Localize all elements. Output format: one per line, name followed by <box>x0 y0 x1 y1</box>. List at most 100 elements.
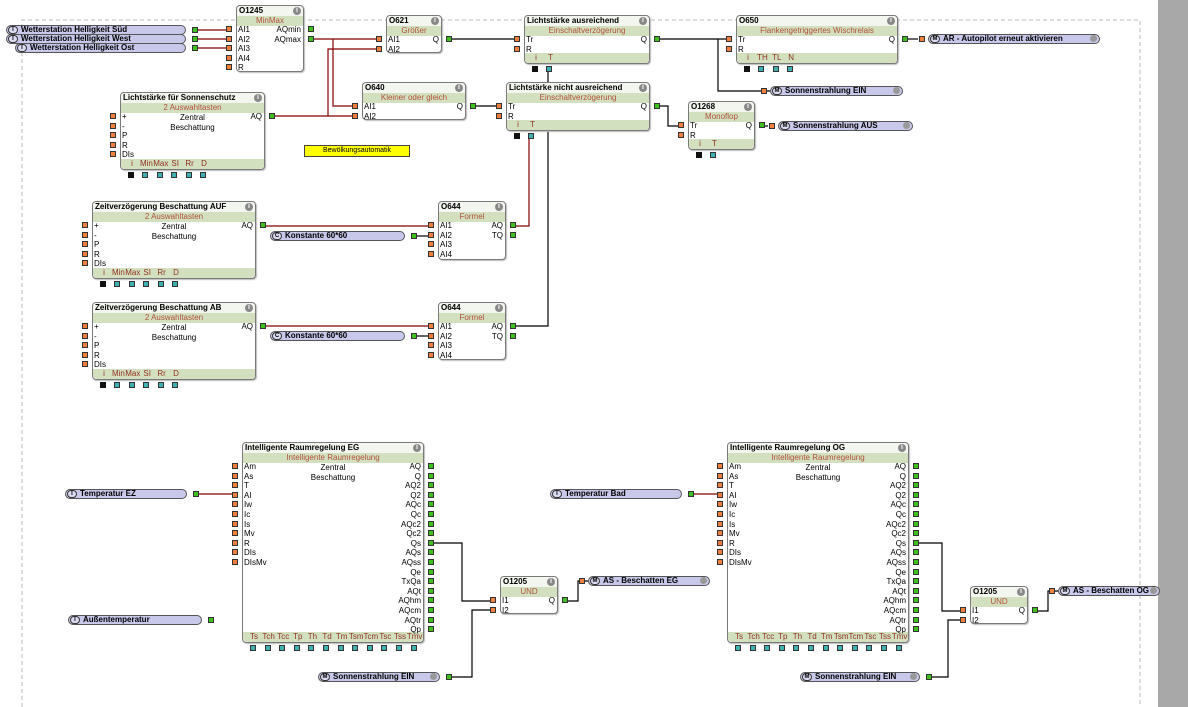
input-pin[interactable] <box>110 141 116 148</box>
info-icon[interactable] <box>1090 35 1097 42</box>
input-pin[interactable] <box>110 132 116 139</box>
output-pin[interactable] <box>913 530 919 537</box>
output-pin[interactable] <box>428 616 434 623</box>
parameter-pin[interactable] <box>279 645 286 651</box>
info-icon[interactable] <box>430 673 437 680</box>
input-pin[interactable] <box>428 222 434 228</box>
output-pin[interactable] <box>428 482 434 489</box>
enable-pin[interactable] <box>532 66 538 72</box>
output-pin[interactable] <box>510 222 516 228</box>
input-pin[interactable] <box>82 323 88 329</box>
output-pin[interactable] <box>913 491 919 498</box>
output-pin[interactable] <box>428 597 434 604</box>
enable-pin[interactable] <box>514 133 520 139</box>
connection-wire[interactable] <box>566 580 588 602</box>
output-pin[interactable] <box>510 323 516 329</box>
parameter-pin[interactable] <box>866 645 873 651</box>
info-icon[interactable]: i <box>639 84 647 92</box>
input-pin[interactable] <box>428 231 434 238</box>
parameter-pin[interactable] <box>128 281 135 287</box>
output-pin[interactable] <box>654 103 660 109</box>
output-pin[interactable] <box>926 674 932 680</box>
output-pin[interactable] <box>446 674 452 680</box>
input-pin[interactable] <box>428 332 434 339</box>
info-icon[interactable]: i <box>245 304 253 312</box>
output-pin[interactable] <box>428 568 434 575</box>
parameter-pin[interactable] <box>528 133 535 139</box>
output-pin[interactable] <box>913 559 919 565</box>
output-pin[interactable] <box>428 549 434 556</box>
input-pin[interactable] <box>232 511 238 517</box>
input-pin[interactable] <box>428 241 434 248</box>
output-pin[interactable] <box>192 27 198 33</box>
output-pin[interactable] <box>913 587 919 594</box>
connection-wire[interactable] <box>513 139 530 227</box>
output-pin[interactable] <box>654 36 660 42</box>
output-pin[interactable] <box>510 332 516 339</box>
connection-wire[interactable] <box>658 105 678 127</box>
input-pin[interactable] <box>82 222 88 228</box>
output-pin[interactable] <box>470 103 476 109</box>
connection-wire[interactable] <box>332 39 352 107</box>
input-pin[interactable] <box>717 463 723 469</box>
input-pin[interactable] <box>232 530 238 537</box>
parameter-pin[interactable] <box>172 382 178 388</box>
output-pin[interactable] <box>562 597 568 603</box>
input-pin[interactable] <box>226 64 232 71</box>
connection-wire[interactable] <box>717 39 770 92</box>
output-pin[interactable] <box>428 463 434 469</box>
parameter-pin[interactable] <box>822 645 829 651</box>
output-pin[interactable] <box>688 491 694 497</box>
parameter-pin[interactable] <box>352 645 359 651</box>
connection-wire[interactable] <box>452 609 490 678</box>
input-pin[interactable] <box>490 606 496 613</box>
parameter-pin[interactable] <box>142 172 149 178</box>
input-pin[interactable] <box>232 501 238 508</box>
info-icon[interactable]: i <box>245 203 253 211</box>
input-pin[interactable] <box>726 45 732 52</box>
output-pin[interactable] <box>913 501 919 508</box>
parameter-pin[interactable] <box>772 66 779 72</box>
output-pin[interactable] <box>260 222 266 228</box>
parameter-pin[interactable] <box>851 645 858 651</box>
output-pin[interactable] <box>428 578 434 585</box>
parameter-pin[interactable] <box>157 281 164 287</box>
output-pin[interactable] <box>428 520 434 527</box>
parameter-pin[interactable] <box>749 645 756 651</box>
input-pin[interactable] <box>226 26 232 32</box>
parameter-pin[interactable] <box>143 281 150 287</box>
info-icon[interactable]: i <box>744 103 752 111</box>
input-pin[interactable] <box>428 250 434 257</box>
input-pin[interactable] <box>232 520 238 527</box>
info-icon[interactable]: i <box>455 84 463 92</box>
output-pin[interactable] <box>913 607 919 613</box>
input-pin[interactable] <box>717 472 723 479</box>
info-icon[interactable]: i <box>431 17 439 25</box>
output-pin[interactable] <box>208 617 214 623</box>
output-pin[interactable] <box>192 36 198 42</box>
input-pin[interactable] <box>226 45 232 52</box>
output-pin[interactable] <box>308 35 314 42</box>
input-pin[interactable] <box>232 491 238 498</box>
input-pin[interactable] <box>726 36 732 42</box>
output-pin[interactable] <box>913 520 919 527</box>
input-pin[interactable] <box>232 539 238 546</box>
info-icon[interactable] <box>700 577 707 584</box>
output-pin[interactable] <box>913 626 919 633</box>
output-pin[interactable] <box>192 45 198 51</box>
input-pin[interactable] <box>82 250 88 257</box>
input-pin[interactable] <box>110 122 116 129</box>
parameter-pin[interactable] <box>758 66 765 72</box>
enable-pin[interactable] <box>696 152 702 158</box>
output-pin[interactable] <box>428 511 434 517</box>
parameter-pin[interactable] <box>764 645 771 651</box>
